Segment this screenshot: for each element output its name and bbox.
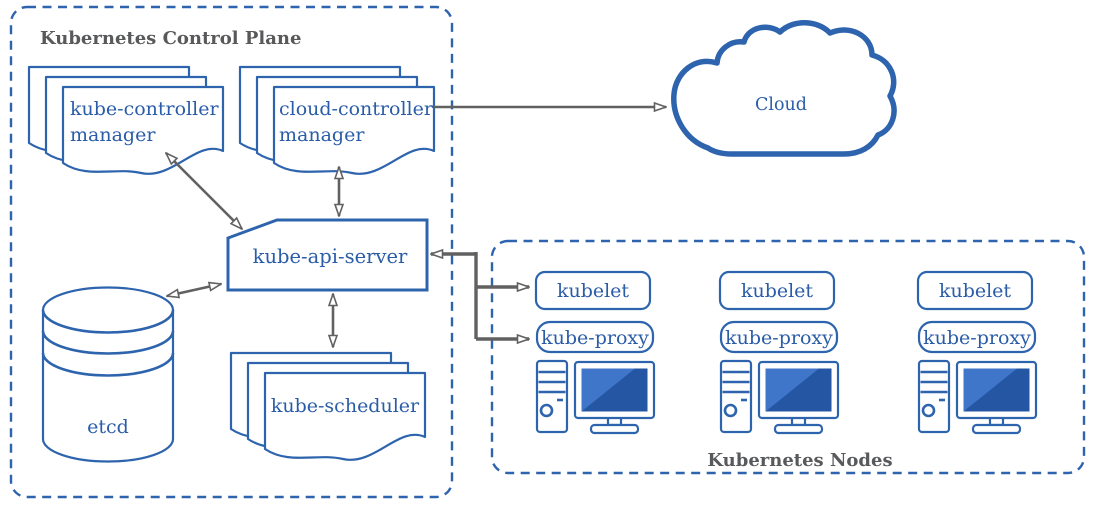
kube-proxy-box: [719, 320, 839, 354]
cloud-shape: Cloud: [671, 20, 897, 157]
node-computer-icon: [917, 359, 1038, 435]
kube-controller-manager-label-line1: kube-controller: [70, 98, 219, 120]
cloud-controller-manager-shape: cloud-controller manager: [238, 65, 436, 175]
cloud-label: Cloud: [755, 95, 807, 115]
connectors: [166, 107, 666, 347]
cloud-controller-manager-label-line2: manager: [279, 124, 365, 146]
card-shape-icon: [226, 218, 429, 292]
kubelet-box: [718, 270, 836, 311]
node-3: kubelet kube-proxy: [916, 270, 1038, 435]
etcd-database-shape: etcd: [41, 286, 175, 463]
cloud-icon: [671, 20, 897, 157]
kubelet-box: [916, 270, 1034, 311]
nodes-title: Kubernetes Nodes: [707, 450, 892, 471]
kube-scheduler-label: kube-scheduler: [271, 395, 420, 417]
nodes-boundary: [490, 239, 1086, 475]
node-1: kubelet kube-proxy: [534, 270, 656, 435]
control-plane-title: Kubernetes Control Plane: [40, 28, 301, 49]
kube-controller-manager-shape: kube-controller manager: [27, 65, 225, 175]
etcd-label: etcd: [87, 416, 129, 438]
kube-proxy-label: kube-proxy: [923, 327, 1031, 349]
kubelet-label: kubelet: [741, 280, 813, 302]
kubelet-label: kubelet: [557, 280, 629, 302]
control-plane-boundary: [9, 5, 454, 499]
kubelet-box: [534, 270, 652, 311]
cloud-controller-manager-label-line1: cloud-controller: [279, 98, 434, 120]
kube-proxy-box: [535, 320, 655, 354]
kube-proxy-label: kube-proxy: [725, 327, 833, 349]
kubelet-label: kubelet: [939, 280, 1011, 302]
kube-proxy-box: [917, 320, 1037, 354]
arrow-kube-controller-manager-api-server: [166, 153, 242, 229]
kube-api-server-label: kube-api-server: [253, 245, 408, 268]
node-computer-icon: [719, 359, 840, 435]
cylinder-ring-icon: [41, 352, 175, 377]
document-sheet-icon: [272, 85, 436, 175]
kube-api-server-shape: kube-api-server: [226, 218, 429, 292]
kube-scheduler-shape: kube-scheduler: [229, 351, 427, 461]
cylinder-ring-icon: [41, 330, 175, 355]
node-2: kubelet kube-proxy: [718, 270, 840, 435]
kube-proxy-label: kube-proxy: [541, 327, 649, 349]
kube-controller-manager-label-line2: manager: [70, 124, 156, 146]
arrow-etcd-api-server: [167, 284, 221, 296]
cylinder-ring-icon: [41, 309, 175, 334]
document-sheet-icon: [263, 371, 427, 461]
node-computer-icon: [535, 359, 656, 435]
